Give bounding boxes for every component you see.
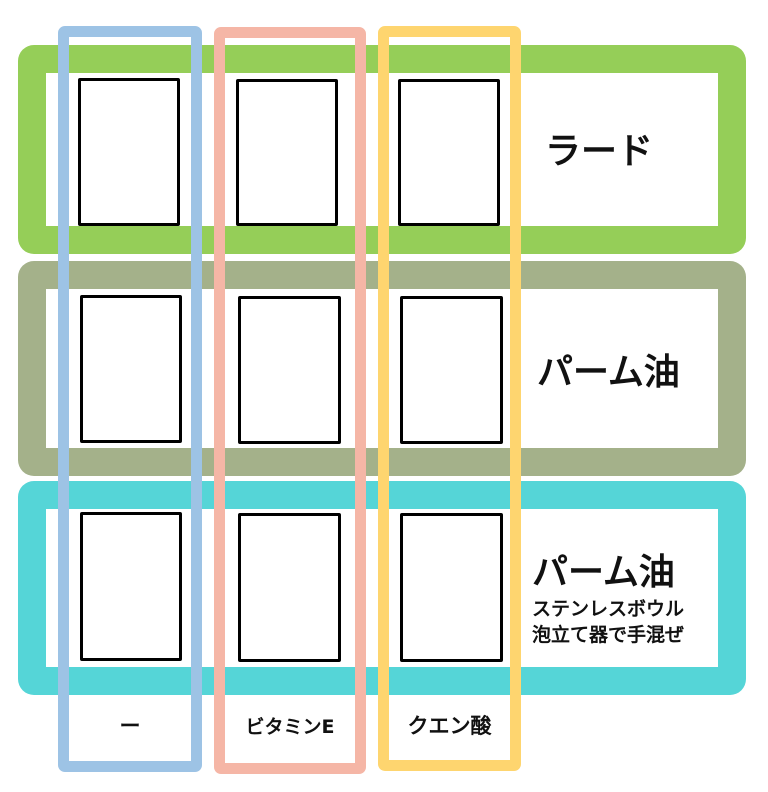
cell-palm-bowl-citric-acid xyxy=(400,513,503,662)
cell-lard-none xyxy=(78,78,180,226)
col-frame-vitamin-e xyxy=(214,27,366,774)
cell-lard-vitamin-e xyxy=(236,79,338,226)
cell-palm-none xyxy=(80,295,182,443)
col-frame-none xyxy=(58,26,202,772)
cell-lard-citric-acid xyxy=(398,79,500,226)
cell-palm-bowl-vitamin-e xyxy=(238,513,341,662)
cell-palm-bowl-none xyxy=(80,512,182,661)
row-label-lard: ラード xyxy=(545,131,654,172)
cell-palm-citric-acid xyxy=(400,296,503,444)
row-label-palm-oil-bowl: パーム油 xyxy=(532,552,675,593)
cell-palm-vitamin-e xyxy=(238,296,341,444)
col-label-citric-acid: クエン酸 xyxy=(407,714,492,738)
row-sublabel-bowl: ステンレスボウル xyxy=(532,598,685,620)
col-label-none: ー xyxy=(119,714,141,738)
row-label-palm-oil: パーム油 xyxy=(537,352,680,393)
row-sublabel-whisk: 泡立て器で手混ぜ xyxy=(532,624,685,646)
col-label-vitamin-e: ビタミンE xyxy=(245,716,335,738)
col-frame-citric-acid xyxy=(378,26,521,771)
